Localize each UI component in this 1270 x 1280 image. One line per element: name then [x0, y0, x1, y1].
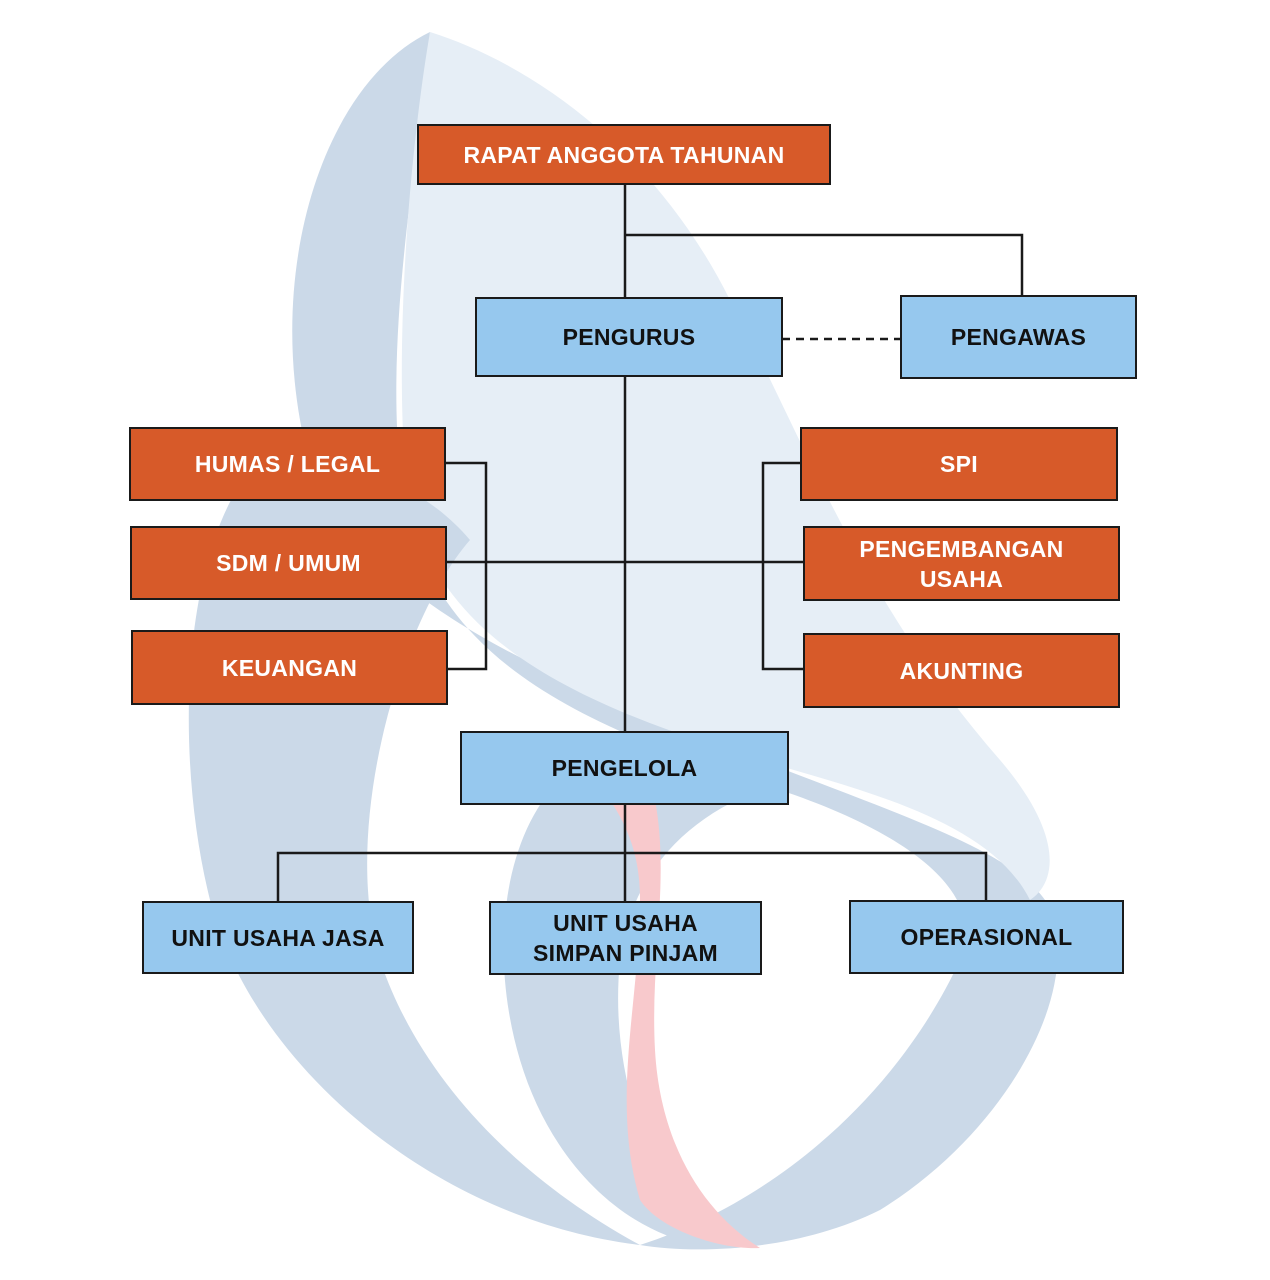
- line-rapat-to-pengawas: [625, 233, 1024, 296]
- line-pengelola-branch: [276, 851, 988, 902]
- node-akunting: AKUNTING: [803, 633, 1120, 708]
- node-pengelola: PENGELOLA: [460, 731, 789, 805]
- node-operasional: OPERASIONAL: [849, 900, 1124, 974]
- swirl-center-shape: [503, 780, 760, 1245]
- line-left-staff-bracket: [445, 461, 488, 671]
- node-pengurus: PENGURUS: [475, 297, 783, 377]
- node-pengembangan-usaha: PENGEMBANGAN USAHA: [803, 526, 1120, 601]
- swirl-main-shape: [292, 32, 1058, 1250]
- node-rapat-anggota-tahunan: RAPAT ANGGOTA TAHUNAN: [417, 124, 831, 185]
- node-unit-usaha-simpan-pinjam: UNIT USAHA SIMPAN PINJAM: [489, 901, 762, 975]
- node-keuangan: KEUANGAN: [131, 630, 448, 705]
- node-spi: SPI: [800, 427, 1118, 501]
- node-unit-usaha-jasa: UNIT USAHA JASA: [142, 901, 414, 974]
- line-right-staff-bracket: [761, 461, 804, 671]
- node-sdm-umum: SDM / UMUM: [130, 526, 447, 600]
- node-humas-legal: HUMAS / LEGAL: [129, 427, 446, 501]
- node-pengawas: PENGAWAS: [900, 295, 1137, 379]
